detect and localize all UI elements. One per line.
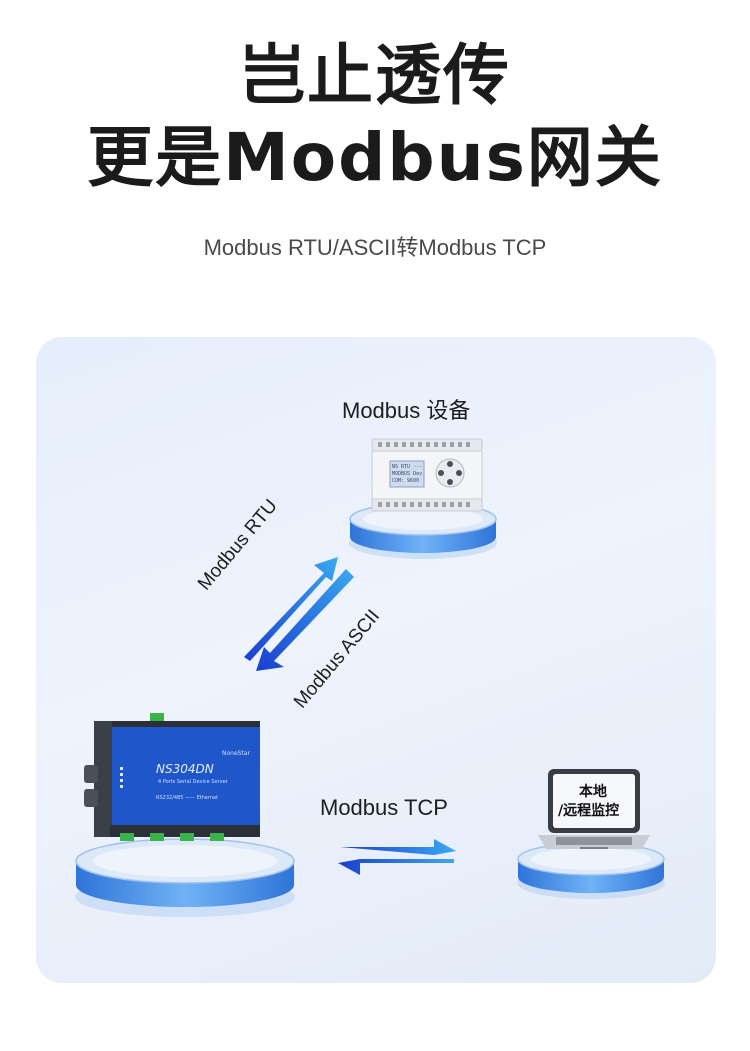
laptop-image: 本地 /远程监控 [538,769,650,849]
modbus-device-image: NS RTU --- MODBUS Dev COM: 9600 [371,438,483,512]
arrow-up-right [244,557,338,661]
modbus-device-label: Modbus 设备 [342,398,471,423]
svg-text:MODBUS Dev: MODBUS Dev [392,471,422,477]
laptop-line-1: 本地 [579,783,607,800]
diagram-panel: Modbus 设备 NS RTU --- MODBUS Dev COM: 960… [36,337,716,983]
arrow-left [338,859,454,875]
arrow-down-left [256,569,354,671]
pedestal-laptop [517,842,665,899]
headline-line-2: 更是Modbus网关 [87,119,663,196]
gateway-ports-text: RS232/485 —— Ethernet [156,795,218,801]
svg-text:NS RTU ---: NS RTU --- [392,464,422,470]
arrow-right [340,839,456,855]
subtitle: Modbus RTU/ASCII转Modbus TCP [203,235,547,260]
gateway-model-text: NS304DN [156,762,214,776]
serial-arrows [244,557,354,671]
label-modbus-tcp: Modbus TCP [320,795,448,820]
svg-text:COM: 9600: COM: 9600 [392,478,419,484]
tcp-arrows [338,839,456,875]
gateway-device-image: NS304DN 4 Ports Serial Device Server RS2… [84,713,260,841]
gateway-subtitle-text: 4 Ports Serial Device Server [158,779,229,785]
pedestal-gateway [75,838,295,917]
headline-line-1: 岂止透传 [239,37,511,114]
gateway-brand-text: NoneStar [222,750,250,757]
laptop-line-2: /远程监控 [558,802,619,819]
